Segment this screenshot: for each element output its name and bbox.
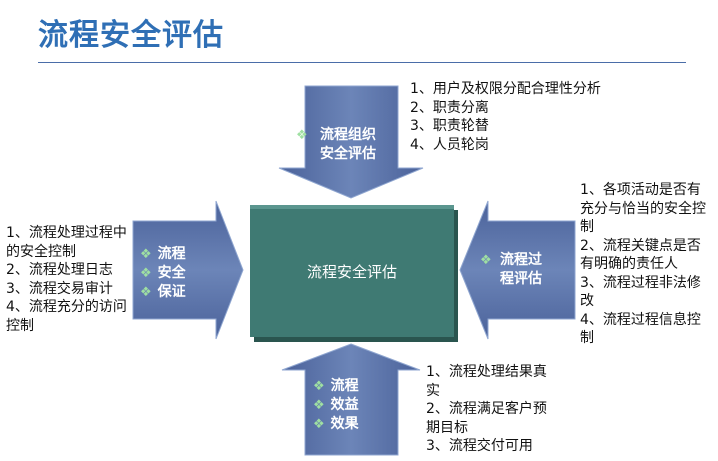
- top-arrow-shape: [278, 85, 424, 199]
- left-arrow-line: 流程: [157, 246, 186, 262]
- left-item-list: 1、流程处理过程中的安全控制 2、流程处理日志 3、流程交易审计 4、流程充分的…: [6, 224, 131, 335]
- right-arrow-line: 程评估: [500, 271, 542, 287]
- center-box: 流程安全评估: [250, 205, 454, 337]
- bullet-icon: ❖: [313, 379, 325, 394]
- list-item: 3、流程过程非法修改: [580, 274, 701, 310]
- bullet-icon: ❖: [140, 247, 152, 262]
- list-item: 1、流程处理结果真实: [426, 364, 547, 399]
- bullet-icon: ❖: [296, 128, 308, 143]
- left-arrow-line: 保证: [157, 284, 186, 300]
- list-item: 2、流程关键点是否有明确的责任人: [580, 237, 701, 273]
- bullet-icon: ❖: [480, 253, 492, 268]
- list-item: 4、人员轮岗: [410, 136, 489, 153]
- bullet-icon: ❖: [313, 417, 325, 432]
- list-item: 3、职责轮替: [410, 118, 489, 134]
- right-item-list: 1、各项活动是否有充分与恰当的安全控制 2、流程关键点是否有明确的责任人 3、流…: [580, 181, 708, 348]
- bottom-arrow-line: 效果: [330, 416, 359, 432]
- right-arrow-line: 流程过: [500, 252, 542, 268]
- list-item: 1、流程处理过程中的安全控制: [6, 225, 127, 260]
- bullet-icon: ❖: [313, 398, 325, 413]
- top-item-list: 1、用户及权限分配合理性分析 2、职责分离 3、职责轮替 4、人员轮岗: [410, 80, 710, 154]
- list-item: 2、流程处理日志: [6, 262, 113, 278]
- list-item: 3、流程交易审计: [6, 280, 113, 297]
- top-arrow-line: 流程组织: [320, 127, 376, 143]
- list-item: 2、职责分离: [410, 99, 489, 116]
- list-item: 1、各项活动是否有充分与恰当的安全控制: [580, 182, 706, 235]
- list-item: 4、流程充分的访问控制: [6, 299, 127, 334]
- list-item: 4、流程过程信息控制: [580, 311, 701, 347]
- bottom-arrow-shape: [281, 343, 421, 456]
- left-arrow-shape: [132, 200, 244, 340]
- bottom-item-list: 1、流程处理结果真实 2、流程满足客户预期目标 3、流程交付可用: [426, 363, 554, 456]
- bullet-icon: ❖: [140, 266, 152, 281]
- title-divider: [38, 62, 686, 63]
- page-title: 流程安全评估: [38, 18, 224, 53]
- list-item: 2、流程满足客户预期目标: [426, 401, 547, 436]
- bottom-arrow-label: ❖ 流程 ❖ 效益 ❖ 效果: [313, 377, 359, 434]
- list-item: 3、流程交付可用: [426, 438, 533, 454]
- bottom-arrow-line: 效益: [330, 397, 359, 413]
- left-arrow-label: ❖ 流程 ❖ 安全 ❖ 保证: [140, 245, 186, 302]
- bottom-arrow-line: 流程: [330, 378, 359, 394]
- right-arrow-shape: [459, 200, 576, 340]
- list-item: 1、用户及权限分配合理性分析: [410, 81, 601, 97]
- top-arrow-line: 安全评估: [320, 146, 376, 162]
- bullet-icon: ❖: [140, 285, 152, 300]
- left-arrow-line: 安全: [157, 265, 186, 281]
